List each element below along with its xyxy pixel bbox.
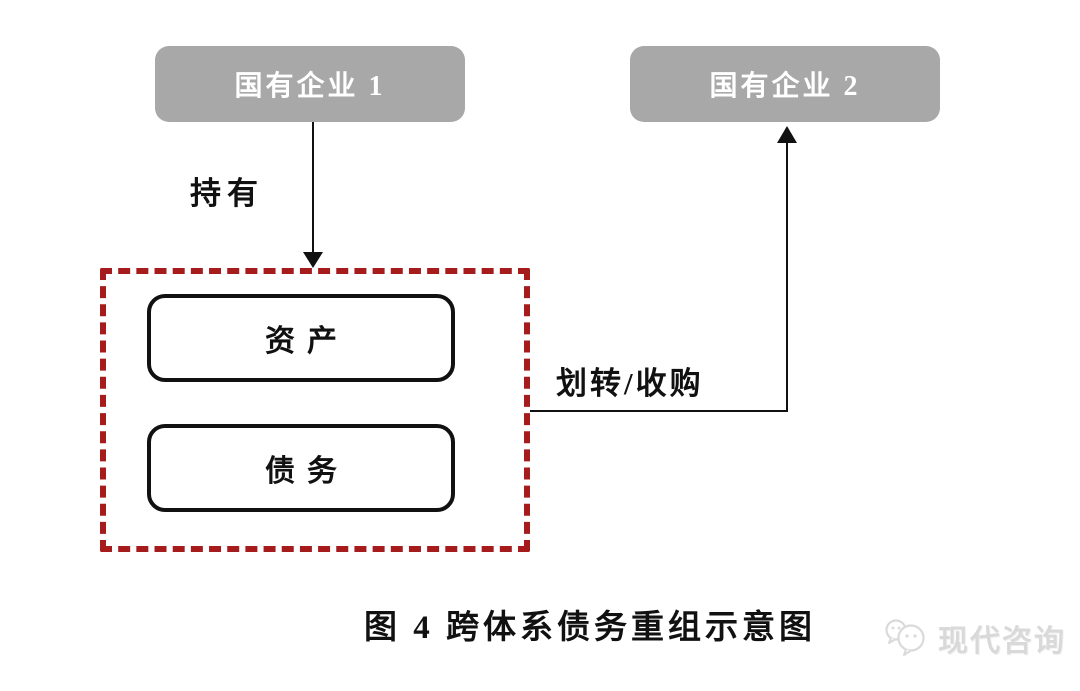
transfer-edge-vertical-line (786, 143, 788, 412)
figure-caption: 图 4 跨体系债务重组示意图 (364, 610, 816, 646)
brand-watermark-label: 现代咨询 (938, 625, 1066, 658)
transfer-arrowhead-icon (777, 126, 797, 143)
node-debt-label: 债务 (265, 455, 349, 488)
node-state-owned-enterprise-1: 国有企业 1 (155, 46, 465, 122)
node-enterprise-2-label: 国有企业 2 (709, 71, 861, 102)
transfer-edge-label: 划转/收购 (556, 366, 704, 401)
transfer-edge-horizontal-line (530, 410, 787, 412)
asset-debt-dashed-group (100, 268, 530, 552)
hold-edge-label: 持有 (190, 176, 264, 211)
hold-arrowhead-icon (303, 252, 323, 268)
hold-edge-line (312, 122, 314, 258)
node-debt: 债务 (147, 424, 455, 512)
node-assets: 资产 (147, 294, 455, 382)
wechat-bubbles-icon (882, 617, 930, 659)
node-state-owned-enterprise-2: 国有企业 2 (630, 46, 940, 122)
brand-watermark: 现代咨询 (882, 616, 1066, 660)
node-enterprise-1-label: 国有企业 1 (234, 71, 386, 102)
node-assets-label: 资产 (265, 325, 349, 358)
